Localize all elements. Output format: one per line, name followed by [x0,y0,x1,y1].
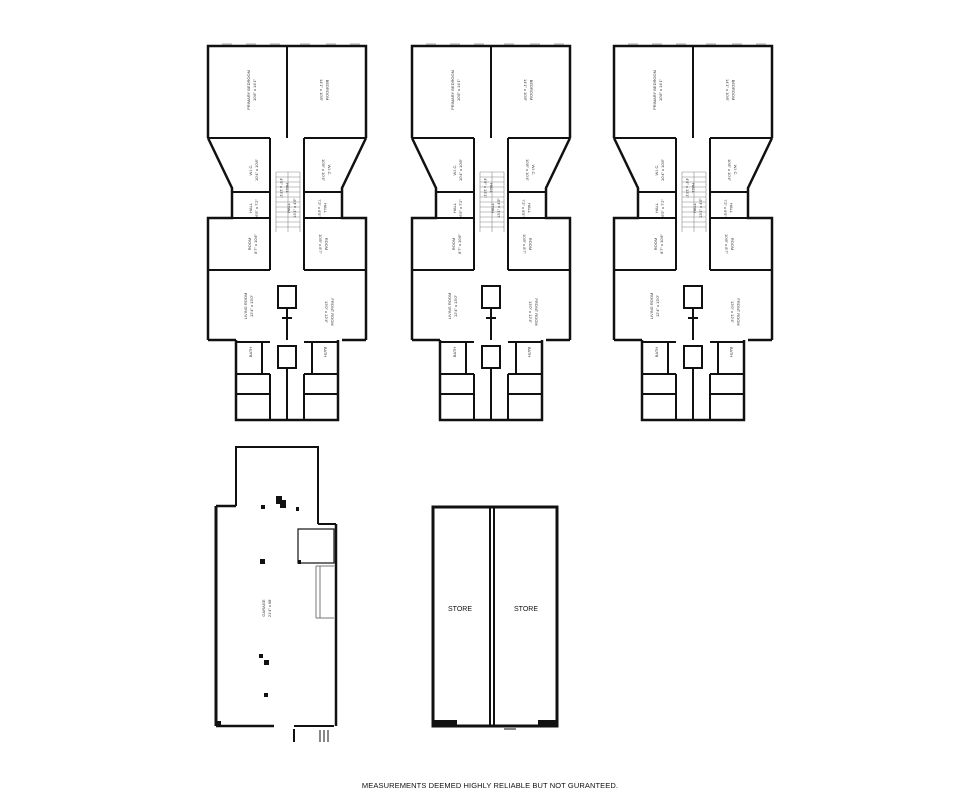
room-name: FRONT ROOM [330,298,335,325]
room-dims: 4'9" x 13'1" [685,178,690,198]
room-name: W.I.C. [248,165,253,176]
unit-walls [410,44,572,422]
unit-walls [612,44,774,422]
room-dims: 14'1" x 10'8" [319,79,324,102]
room-dims: 10'4" x 10'8" [458,158,463,181]
room-name: FRONT ROOM [534,298,539,325]
room-dims: 8'7" x 10'8" [457,234,462,254]
room-dims: 4'9" x 13'1" [279,178,284,198]
room-dims: 13'1" x 4'9" [292,198,297,218]
room-name: ROOM [247,238,252,250]
room-dims: 10'8" x 8'7" [318,234,323,254]
room-name: HALL [729,203,734,214]
disclaimer: MEASUREMENTS DEEMED HIGHLY RELIABLE BUT … [361,781,619,790]
room-name: HALL [691,183,696,194]
storefront-floor [431,505,559,730]
room-dims: 6'5" x 7'2" [254,199,259,217]
room-dims: 10'8" x 10'4" [525,159,530,182]
room-dims: 10'8" x 10'4" [321,159,326,182]
room-dims: 4'9" x 13'1" [483,178,488,198]
room-name: PRIMARY BEDROOM [246,70,251,110]
room-dims: 10'8" x 8'7" [522,234,527,254]
stairs [479,171,505,232]
room-dims: 7'2" x 6'5" [317,199,322,217]
room-name: ROOM [451,238,456,250]
store-left-label: STORE [448,606,472,613]
room-dims: 12'4" x 13'0" [249,294,254,317]
room-dims: 10'4" x 10'8" [660,158,665,181]
garage-dims: 21'4" x 68' [267,599,272,618]
room-name: HALL [489,183,494,194]
room-name: LIVING ROOM [243,293,248,320]
room-name: HALL [654,202,659,213]
room-name: HALL [692,202,697,213]
room-name: BATH [452,347,457,357]
room-name: HALL [527,203,532,214]
room-name: BEDROOM [731,80,736,101]
room-dims: 12'4" x 13'0" [453,294,458,317]
room-name: BATH [323,347,328,357]
stairs [681,171,707,232]
room-dims: 10'4" x 10'8" [254,158,259,181]
room-dims: 6'5" x 7'2" [660,199,665,217]
room-name: W.I.C. [452,165,457,176]
room-name: HALL [248,202,253,213]
stairs [275,171,301,232]
room-dims: 10'8" x 10'4" [727,159,732,182]
room-dims: 7'2" x 6'5" [521,199,526,217]
room-dims: 8'7" x 10'8" [253,234,258,254]
room-name: ROOM [653,238,658,250]
room-name: FRONT ROOM [736,298,741,325]
room-name: PRIMARY BEDROOM [450,70,455,110]
garage-label: GARAGE [261,599,266,616]
room-name: BATH [654,347,659,357]
room-name: ROOM [528,238,533,250]
room-dims: 14'1" x 10'8" [523,79,528,102]
room-name: BATH [527,347,532,357]
room-name: ROOM [730,238,735,250]
room-name: HALL [286,202,291,213]
room-dims: 10'8" x 8'7" [724,234,729,254]
room-name: ROOM [324,238,329,250]
room-name: BATH [729,347,734,357]
room-name: W.I.C. [531,165,536,176]
room-dims: 13'1" x 4'9" [496,198,501,218]
room-name: W.I.C. [327,165,332,176]
room-name: HALL [490,202,495,213]
room-dims: 6'5" x 7'2" [458,199,463,217]
basement-floor [214,446,338,742]
room-name: BEDROOM [325,80,330,101]
room-name: BATH [248,347,253,357]
room-name: PRIMARY BEDROOM [652,70,657,110]
room-dims: 13'0" x 12'4" [528,301,533,324]
room-dims: 12'4" x 13'0" [655,294,660,317]
room-dims: 13'1" x 4'9" [698,198,703,218]
store-right-label: STORE [514,606,538,613]
room-name: LIVING ROOM [447,293,452,320]
room-name: HALL [452,202,457,213]
room-name: LIVING ROOM [649,293,654,320]
room-dims: 13'0" x 12'4" [324,301,329,324]
basement-columns [217,496,301,726]
room-dims: 10'8" x 14'1" [456,78,461,101]
unit-walls [206,44,368,422]
room-dims: 8'7" x 10'8" [659,234,664,254]
room-dims: 10'8" x 14'1" [658,78,663,101]
room-name: W.I.C. [733,165,738,176]
room-dims: 14'1" x 10'8" [725,79,730,102]
room-dims: 10'8" x 14'1" [252,78,257,101]
room-name: BEDROOM [529,80,534,101]
room-name: W.I.C. [654,165,659,176]
room-dims: 13'0" x 12'4" [730,301,735,324]
room-name: HALL [323,203,328,214]
room-name: HALL [285,183,290,194]
room-dims: 7'2" x 6'5" [723,199,728,217]
